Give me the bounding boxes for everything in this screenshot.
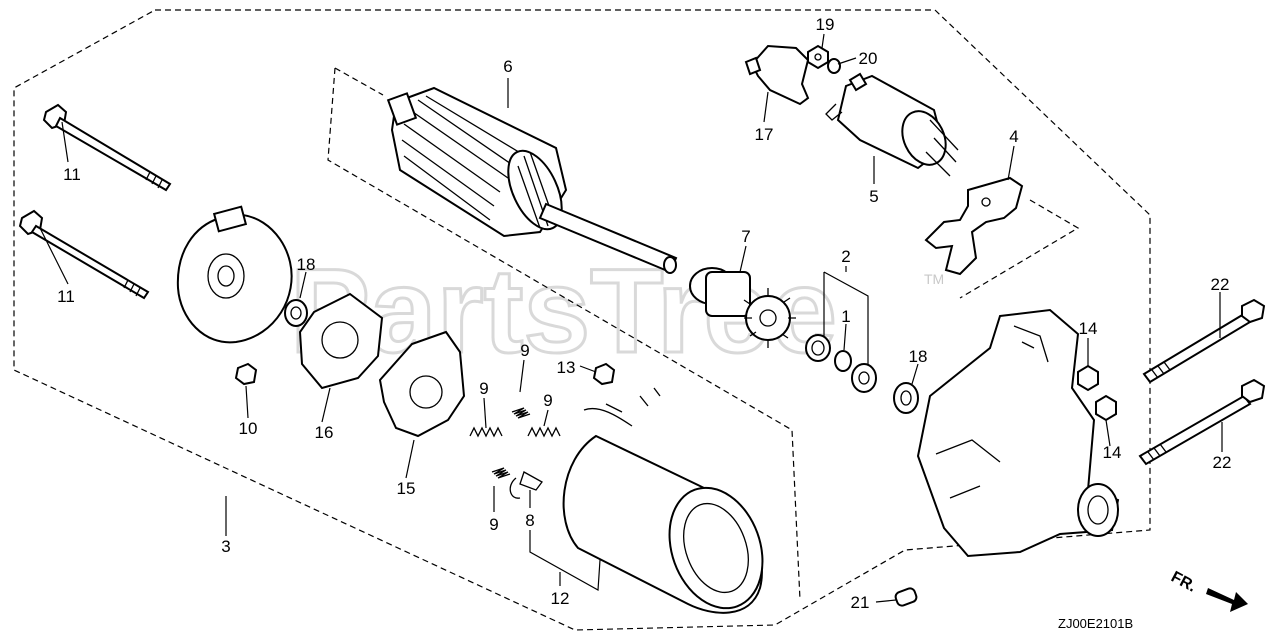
yoke-12: [562, 387, 764, 614]
callout-9-right: 9: [543, 391, 552, 410]
brush-holder-15: [378, 330, 466, 438]
callout-9-middle: 9: [479, 379, 488, 398]
diagram-code: ZJ00E2101B: [1058, 616, 1133, 631]
cap-21: [894, 587, 918, 607]
callout-3: 3: [221, 537, 230, 556]
callout-14-upper: 14: [1079, 319, 1098, 338]
callout-1: 1: [841, 307, 850, 326]
nut-19: [807, 44, 829, 70]
callout-20: 20: [859, 49, 878, 68]
callout-5: 5: [869, 187, 878, 206]
bolt-11-upper: [42, 103, 172, 192]
callout-18-right: 18: [909, 347, 928, 366]
callout-7: 7: [741, 227, 750, 246]
callout-6: 6: [503, 57, 512, 76]
bolt-11-lower: [18, 209, 150, 300]
yoke-group-boundary: [327, 67, 801, 601]
callout-4: 4: [1009, 127, 1018, 146]
bolt-22-upper: [1142, 298, 1266, 384]
spring-9-middle: [469, 426, 503, 438]
shift-lever-4: [924, 176, 1024, 276]
callout-12: 12: [551, 589, 570, 608]
callout-21: 21: [851, 593, 870, 612]
callout-13: 13: [557, 358, 576, 377]
washer-18-left: [284, 299, 308, 327]
bolt-22-lower: [1138, 378, 1266, 466]
callout-9-bottom: 9: [489, 515, 498, 534]
leader-lines: [39, 33, 1223, 603]
brush-plate-16: [298, 292, 384, 390]
pinion-gear-7: [689, 267, 796, 348]
rear-cover-3: [176, 205, 293, 344]
solenoid-cover-17: [744, 44, 810, 106]
callout-22-upper: 22: [1211, 275, 1230, 294]
armature-6: [386, 86, 678, 274]
callout-11-upper: 11: [63, 165, 81, 184]
washer-2: [851, 363, 877, 393]
watermark-trademark: TM: [924, 271, 944, 287]
front-housing: [916, 308, 1120, 558]
nut-14-lower: [1095, 394, 1117, 422]
callout-2: 2: [841, 247, 850, 266]
direction-label: FR.: [1168, 569, 1199, 596]
callout-14-lower: 14: [1103, 443, 1122, 462]
bearing-2: [805, 334, 831, 362]
nut-10: [234, 362, 258, 386]
callout-15: 15: [397, 479, 416, 498]
callout-8: 8: [525, 511, 534, 530]
callout-11-lower: 11: [57, 287, 75, 306]
spring-9-upper: [511, 407, 531, 419]
callout-10: 10: [239, 419, 258, 438]
spring-9-right: [527, 426, 561, 438]
brush-clip-8: [509, 471, 543, 499]
snap-ring-1: [834, 350, 852, 372]
nut-14-upper: [1077, 364, 1099, 392]
callout-18-left: 18: [297, 255, 316, 274]
callout-17: 17: [755, 125, 774, 144]
front-direction-arrow: FR.: [1168, 569, 1248, 612]
solenoid-group-boundary: [959, 199, 1080, 299]
callout-22-lower: 22: [1213, 453, 1232, 472]
spring-9-lower: [491, 467, 511, 479]
assembly-boundary: [13, 9, 1151, 631]
callout-9-top: 9: [520, 341, 529, 360]
solenoid-5: [825, 72, 959, 177]
washer-18-right: [893, 382, 919, 414]
callout-19: 19: [816, 15, 835, 34]
screw-13: [592, 362, 616, 386]
callout-16: 16: [315, 423, 334, 442]
washer-20: [827, 58, 841, 74]
